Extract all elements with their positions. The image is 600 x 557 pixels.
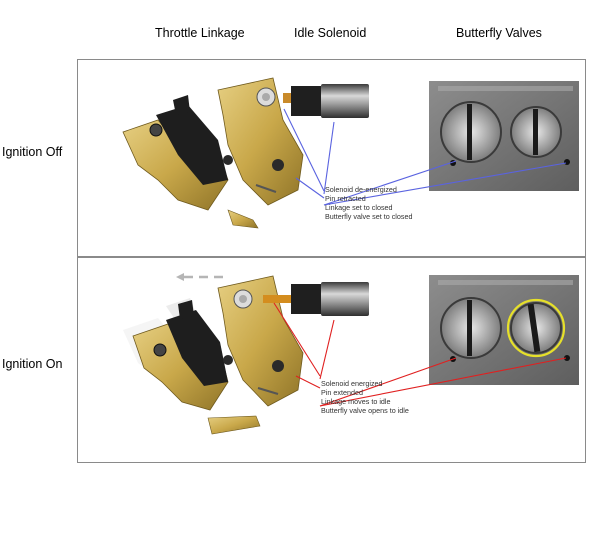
annotation-on-1: Solenoid energized [321, 379, 383, 388]
highlight-circle [506, 298, 566, 358]
annotation-off-3: Linkage set to closed [325, 203, 393, 212]
header-throttle-linkage: Throttle Linkage [155, 26, 245, 40]
pointer-lines-off [283, 108, 567, 206]
row-label-ignition-off: Ignition Off [2, 145, 63, 159]
throttle-linkage-closed [122, 77, 304, 229]
panel-ignition-on: Solenoid energized Pin extended Linkage … [77, 257, 586, 463]
idle-solenoid-extended [263, 282, 369, 316]
annotation-on-4: Butterfly valve opens to idle [321, 406, 409, 415]
annotation-off-1: Solenoid de-energized [325, 185, 397, 194]
butterfly-valves-idle [429, 275, 579, 385]
annotation-off-4: Butterfly valve set to closed [325, 212, 413, 221]
panel-ignition-off-drawing: Solenoid de-energized Pin retracted Link… [122, 77, 579, 229]
annotation-off-2: Pin retracted [325, 194, 366, 203]
panel-ignition-on-drawing: Solenoid energized Pin extended Linkage … [123, 273, 579, 435]
header-butterfly-valves: Butterfly Valves [456, 26, 542, 40]
throttle-linkage-idle [132, 275, 304, 435]
pointer-lines-on [273, 302, 567, 407]
row-label-ignition-on: Ignition On [2, 357, 63, 371]
annotation-on-2: Pin extended [321, 388, 363, 397]
header-idle-solenoid: Idle Solenoid [294, 26, 367, 40]
motion-arrow [176, 273, 226, 281]
idle-solenoid-retracted [283, 84, 369, 118]
panel-ignition-off: Solenoid de-energized Pin retracted Link… [77, 59, 586, 257]
butterfly-valves-closed [429, 81, 579, 191]
annotation-on-3: Linkage moves to idle [321, 397, 391, 406]
